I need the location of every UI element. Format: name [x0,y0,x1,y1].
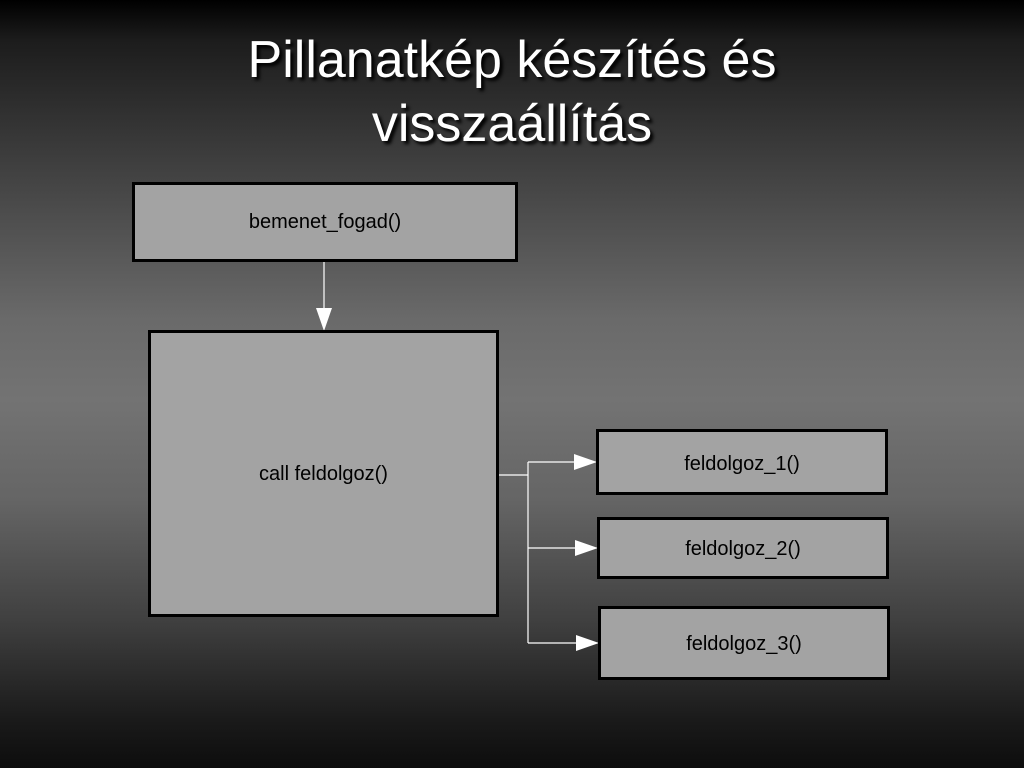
arrowhead-to-sub-2 [575,540,598,556]
main-process-box: call feldolgoz() [148,330,499,617]
sub-process-box-3: feldolgoz_3() [598,606,890,680]
slide-title-line-2: visszaállítás [371,95,653,153]
sub-process-label-1: feldolgoz_1() [684,453,800,475]
slide-title-line-1: Pillanatkép készítés és [247,31,777,89]
sub-process-label-3: feldolgoz_3() [686,633,802,655]
main-process-label: call feldolgoz() [259,463,388,485]
input-box: bemenet_fogad() [132,182,518,262]
arrowhead-input-to-main [316,308,332,331]
sub-process-label-2: feldolgoz_2() [685,538,801,560]
input-box-label: bemenet_fogad() [248,211,402,233]
arrowhead-to-sub-1 [574,454,597,470]
arrowhead-to-sub-3 [576,635,599,651]
slide-title: Pillanatkép készítés és visszaállítás [112,28,912,156]
sub-process-box-1: feldolgoz_1() [596,429,888,495]
sub-process-box-2: feldolgoz_2() [597,517,889,579]
